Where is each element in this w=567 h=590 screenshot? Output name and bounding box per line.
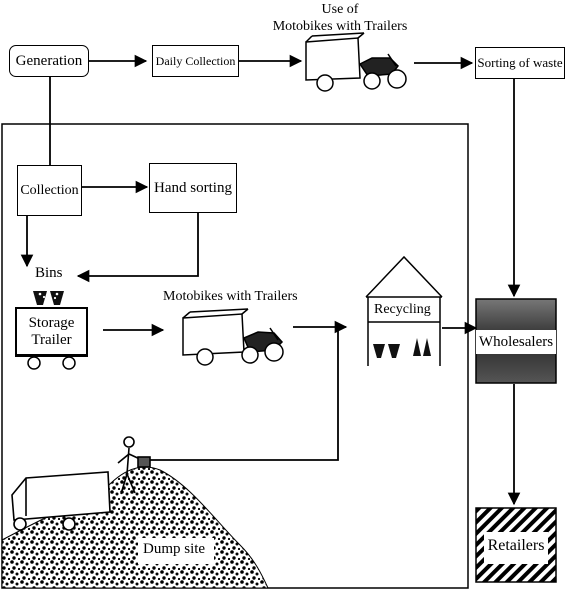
daily-collection-label: Daily Collection [155,53,236,68]
dump-site-label: Dump site [143,541,206,557]
storage-trailer-label: Storage Trailer [28,314,75,348]
worker-icon [117,436,151,495]
daily-collection-node: Daily Collection [152,45,239,77]
sorting-of-waste-node: Sorting of waste [475,47,565,79]
retailers-label: Retailers [487,537,545,554]
retailers-label-bg [484,532,548,564]
bins-label: Bins [35,265,63,281]
storage-trailer-wheels [27,356,76,370]
storage-trailer-node: Storage Trailer [15,307,88,357]
collection-label: Collection [20,182,79,198]
motobikes-with-trailers-label: Motobikes with Trailers [163,289,298,304]
generation-node: Generation [9,45,89,77]
motorbike-trailer-icon-top [305,32,407,92]
arrow-handsorting-to-bins [76,212,199,283]
sorting-of-waste-label: Sorting of waste [477,55,563,70]
generation-label: Generation [15,52,83,69]
recycling-house-icon [365,255,443,366]
line-dumpsite-to-recycling [148,330,339,461]
truck-icon [11,471,111,531]
dump-site-label-bg [138,538,214,564]
collection-node: Collection [17,165,82,216]
wholesalers-label: Wholesalers [476,330,556,354]
hand-sorting-node: Hand sorting [149,163,237,213]
recycling-label: Recycling [374,302,431,317]
use-of-motobikes-label: Use of Motobikes with Trailers [272,2,408,34]
bins-icon [33,291,64,305]
hand-sorting-label: Hand sorting [154,179,232,196]
motorbike-trailer-icon-middle [182,308,284,366]
